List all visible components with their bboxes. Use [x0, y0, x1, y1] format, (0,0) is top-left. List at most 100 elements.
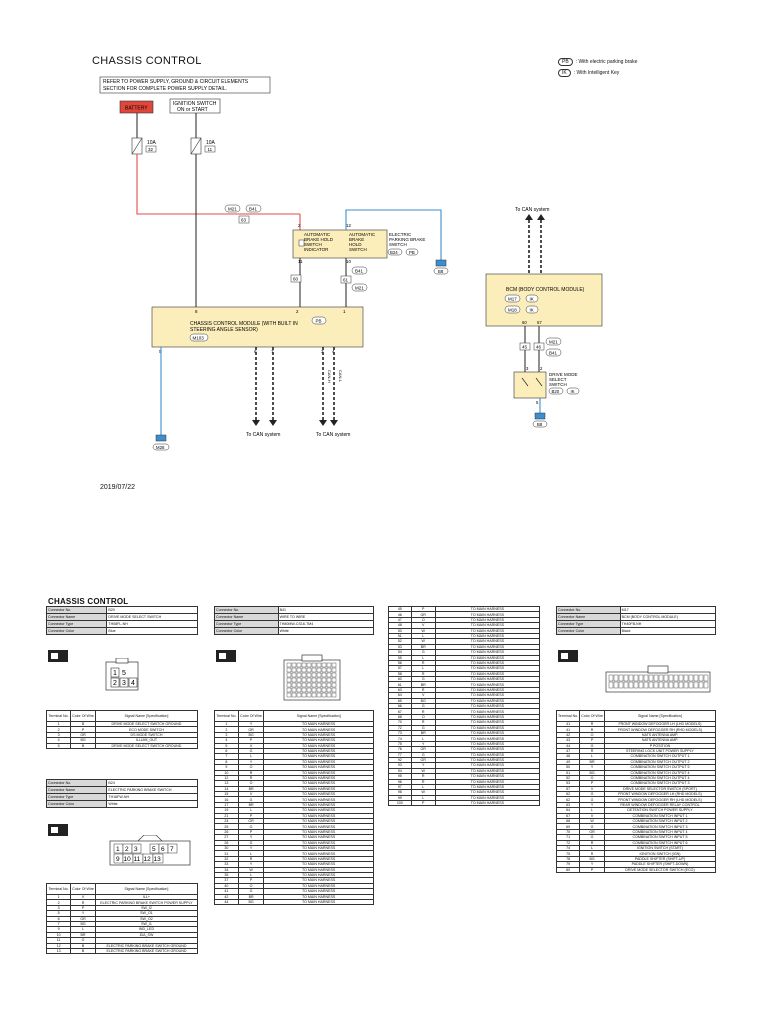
connector-pin-cavity [658, 681, 664, 689]
signal-cell: TO MAIN HARNESS [434, 800, 541, 807]
legend-ik: IK : With Intelligent Key [558, 69, 619, 77]
connector-pin-cavity [326, 682, 332, 688]
connector-pin-cavity [291, 682, 297, 688]
connector-pin-cavity [306, 687, 312, 693]
connector-pin-cavity [331, 682, 337, 688]
connector-pin-cavity [688, 681, 694, 689]
wire-color-cell: P [579, 866, 605, 873]
connector-pin-cavity [296, 677, 302, 683]
b24-label: B24 [390, 250, 398, 255]
can-lines-bcm [525, 214, 545, 274]
can-h-label: CAN-H [327, 370, 332, 383]
connector-pin-cavity [613, 681, 619, 689]
connector-pin-cavity [321, 667, 327, 673]
svg-text:11: 11 [134, 856, 141, 863]
signal-cell: FRONT WINDOW DEFOGGER LH (RHD MODELS) [603, 791, 717, 798]
svg-text:M21: M21 [549, 340, 558, 345]
connector-pin-cavity [673, 681, 679, 689]
svg-text:2: 2 [125, 846, 129, 853]
auto-brake-hold-switch [292, 229, 388, 259]
connector-pin-cavity [331, 677, 337, 683]
connector-pin-cavity [301, 687, 307, 693]
svg-text:1: 1 [116, 846, 120, 853]
tables-title: CHASSIS CONTROL [48, 597, 129, 606]
svg-text:AUTOMATIC: AUTOMATIC [349, 232, 376, 237]
connector-pin-cavity [326, 692, 332, 698]
connector-pin-cavity [623, 681, 629, 689]
b41-label-a: B41 [249, 207, 258, 212]
connector-pin-cavity [291, 692, 297, 698]
power-wire-red [136, 154, 300, 215]
ignition-switch-box [169, 98, 221, 114]
connector-pin-cavity [321, 677, 327, 683]
svg-text:B41: B41 [549, 351, 558, 356]
can-l-label: CAN-L [338, 370, 343, 383]
ground-m28-icon [155, 434, 167, 442]
svg-text:11: 11 [298, 259, 303, 264]
connector-pin-cavity [286, 662, 292, 668]
connector-pin-cavity [668, 674, 674, 682]
signal-cell: ELECTRIC PARKING BRAKE SWITCH GROUND [94, 942, 199, 949]
connector-pin-cavity [311, 662, 317, 668]
ignition-line-2: ON or START [177, 107, 208, 113]
svg-text:2: 2 [113, 680, 117, 687]
svg-text:M18: M18 [508, 308, 517, 313]
svg-text:10: 10 [124, 856, 132, 863]
svg-text:4: 4 [131, 680, 135, 687]
connector-pin-cavity [316, 687, 322, 693]
svg-text:57: 57 [537, 320, 542, 325]
connector-pin-cavity [286, 667, 292, 673]
svg-text:SWITCH: SWITCH [389, 242, 407, 247]
legend-text-pb: : With electric parking brake [575, 59, 638, 65]
to-can-3: To CAN system [515, 207, 549, 213]
svg-text:IK: IK [530, 308, 534, 313]
connector-pin-cavity [311, 667, 317, 673]
can-lines-ccm-a [252, 347, 277, 426]
connector-pin-cavity [291, 677, 297, 683]
connector-pin-cavity [331, 692, 337, 698]
connector-pin-cavity [331, 667, 337, 673]
connector-pin-cavity [638, 674, 644, 682]
diagram-title: CHASSIS CONTROL [92, 55, 202, 67]
connector-pin-cavity [663, 674, 669, 682]
connector-pin-cavity [683, 681, 689, 689]
connector-pin-cavity [648, 681, 654, 689]
svg-text:3: 3 [321, 349, 324, 354]
connector-pin-cavity [301, 677, 307, 683]
terminal-cell: 80 [555, 866, 581, 873]
connector-pin-cavity [653, 674, 659, 682]
svg-text:M21: M21 [355, 286, 364, 291]
b20-label: B20 [552, 389, 560, 394]
svg-text:5: 5 [152, 846, 156, 853]
connector-pin-cavity [331, 687, 337, 693]
connector-pin-cavity [311, 687, 317, 693]
svg-text:3: 3 [526, 366, 529, 371]
ground-wire-b8 [345, 209, 442, 260]
connector-pin-cavity [286, 682, 292, 688]
wiring-diagram: CHASSIS CONTROL PB : With electric parki… [92, 55, 638, 491]
b24-face: 1 2 3 5 6 7 9 10 11 12 13 [108, 834, 192, 867]
drive-mode-select-switch [513, 371, 547, 399]
connector-pin-cavity [618, 674, 624, 682]
connector-pin-cavity [296, 667, 302, 673]
connector-pin-cavity [291, 662, 297, 668]
connector-pin-cavity [623, 674, 629, 682]
svg-text:3: 3 [134, 846, 138, 853]
signal-cell: DRIVE MODE SELECT SWITCH GROUND [94, 742, 199, 749]
connector-pin-cavity [673, 674, 679, 682]
svg-text:B8: B8 [438, 269, 444, 274]
connector-pin-cavity [301, 667, 307, 673]
signal-cell: TO MAIN HARNESS [263, 898, 374, 906]
joint-61: 61 [343, 278, 349, 283]
chassis-control-module [151, 306, 364, 348]
connector-pin-cavity [301, 692, 307, 698]
fuse-1-id: 32 [148, 147, 154, 152]
connector-pin-cavity [316, 682, 322, 688]
svg-text:10: 10 [346, 259, 352, 264]
